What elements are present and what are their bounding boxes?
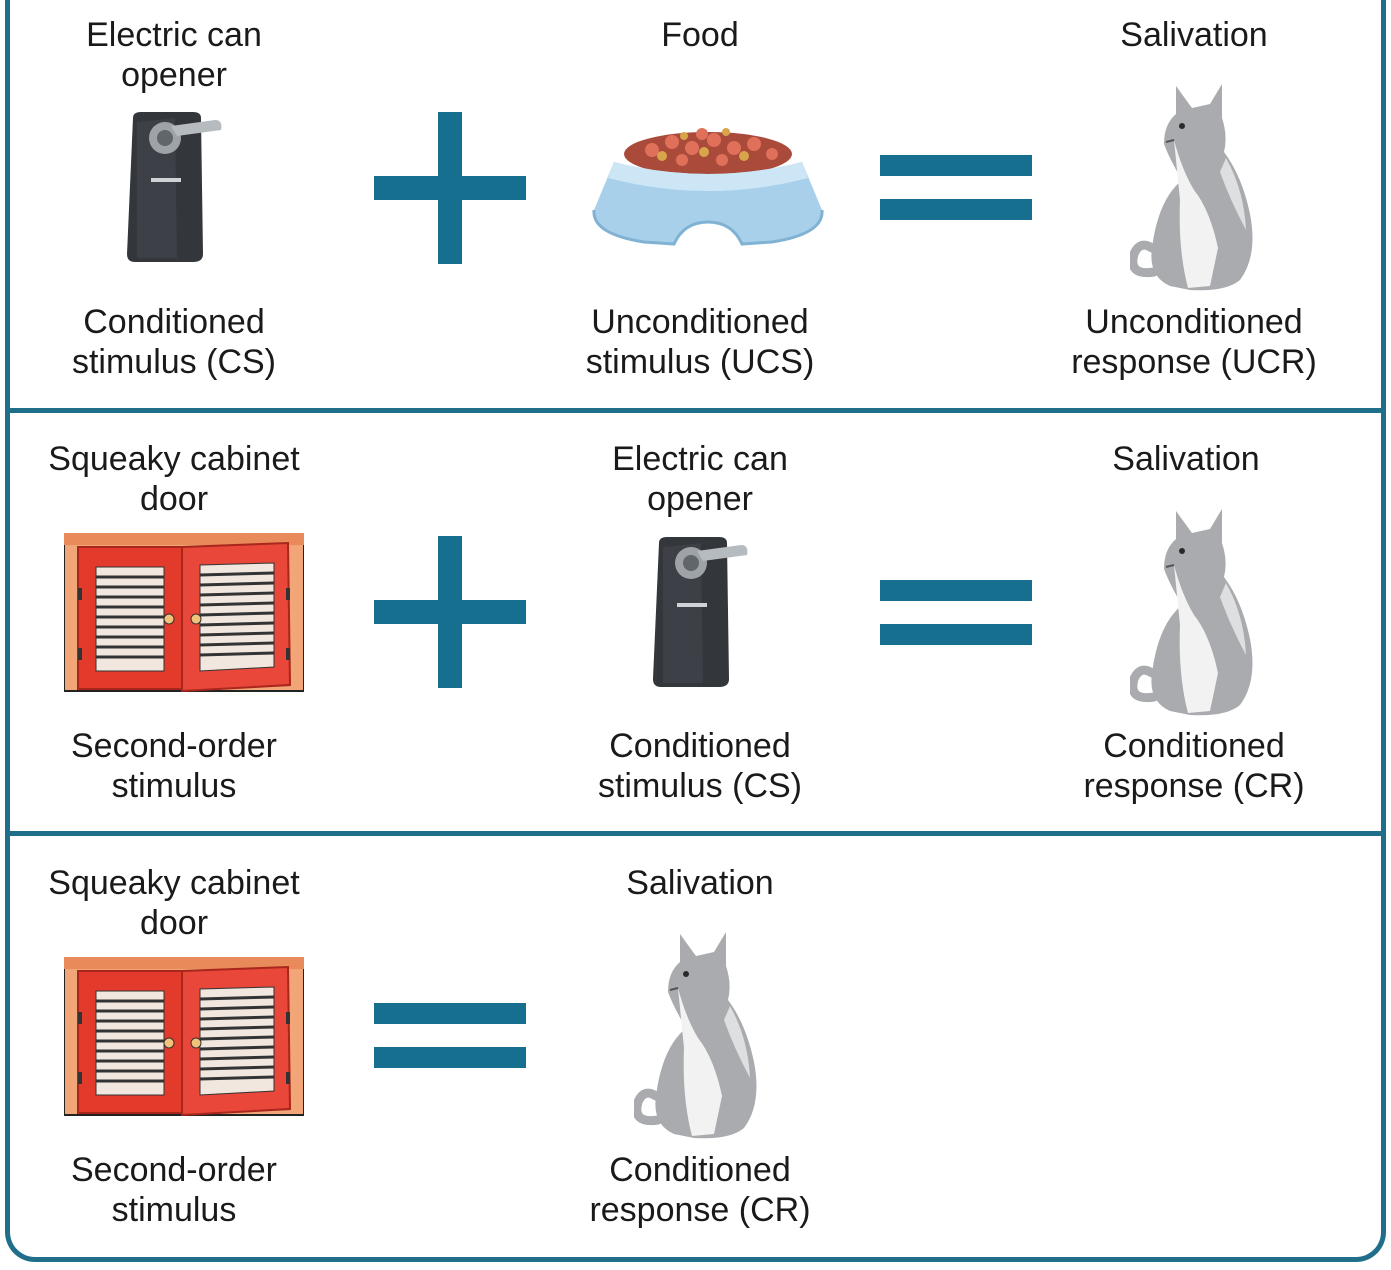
row1-item2-top-label: Food: [661, 16, 739, 54]
row1-item3-bottom-label: Unconditioned response (UCR): [1071, 303, 1317, 381]
row3-item2-top-label: Salivation: [626, 864, 774, 902]
row3-item2-bottom-label: Conditioned response (CR): [589, 1151, 811, 1229]
cabinet-door-icon: [64, 957, 304, 1117]
row2-item1-bottom-label: Second-order stimulus: [70, 727, 277, 805]
cat-icon: [1130, 84, 1253, 291]
row1-item1-top-label: Electric can opener: [86, 16, 262, 94]
row1-item2-bottom-label: Unconditioned stimulus (UCS): [585, 303, 815, 381]
cabinet-door-icon: [64, 533, 304, 693]
diagram-frame: [5, 0, 1386, 1262]
row2-item1-top-label: Squeaky cabinet door: [48, 440, 300, 518]
cat-icon: [634, 932, 757, 1139]
row2-item2-bottom-label: Conditioned stimulus (CS): [597, 727, 803, 805]
equals-operator: [880, 580, 1032, 645]
food-bowl-icon: [592, 128, 824, 246]
row3-item1-top-label: Squeaky cabinet door: [48, 864, 300, 942]
row2-item3-top-label: Salivation: [1112, 440, 1260, 478]
plus-operator: [374, 112, 526, 264]
equals-operator: [880, 155, 1032, 220]
row2-item3-bottom-label: Conditioned response (CR): [1083, 727, 1305, 805]
row-divider: [5, 831, 1386, 836]
equals-operator: [374, 1003, 526, 1068]
row3-item1-bottom-label: Second-order stimulus: [70, 1151, 277, 1229]
row2-item2-top-label: Electric can opener: [612, 440, 788, 518]
row1-item1-bottom-label: Conditioned stimulus (CS): [71, 303, 277, 381]
plus-operator: [374, 536, 526, 688]
can-opener-icon: [653, 537, 748, 687]
cat-icon: [1130, 509, 1253, 716]
row-divider: [5, 408, 1386, 413]
row1-item3-top-label: Salivation: [1120, 16, 1268, 54]
can-opener-icon: [127, 112, 222, 262]
